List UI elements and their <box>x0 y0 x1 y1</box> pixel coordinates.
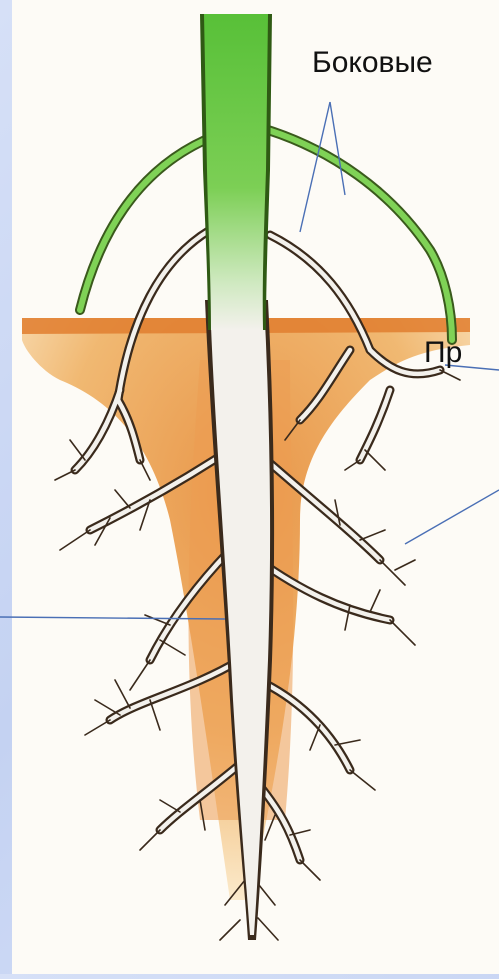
adventitious-roots-label: Пр <box>424 336 462 370</box>
stem <box>200 14 272 330</box>
lateral-roots-label: Боковые <box>312 46 433 80</box>
